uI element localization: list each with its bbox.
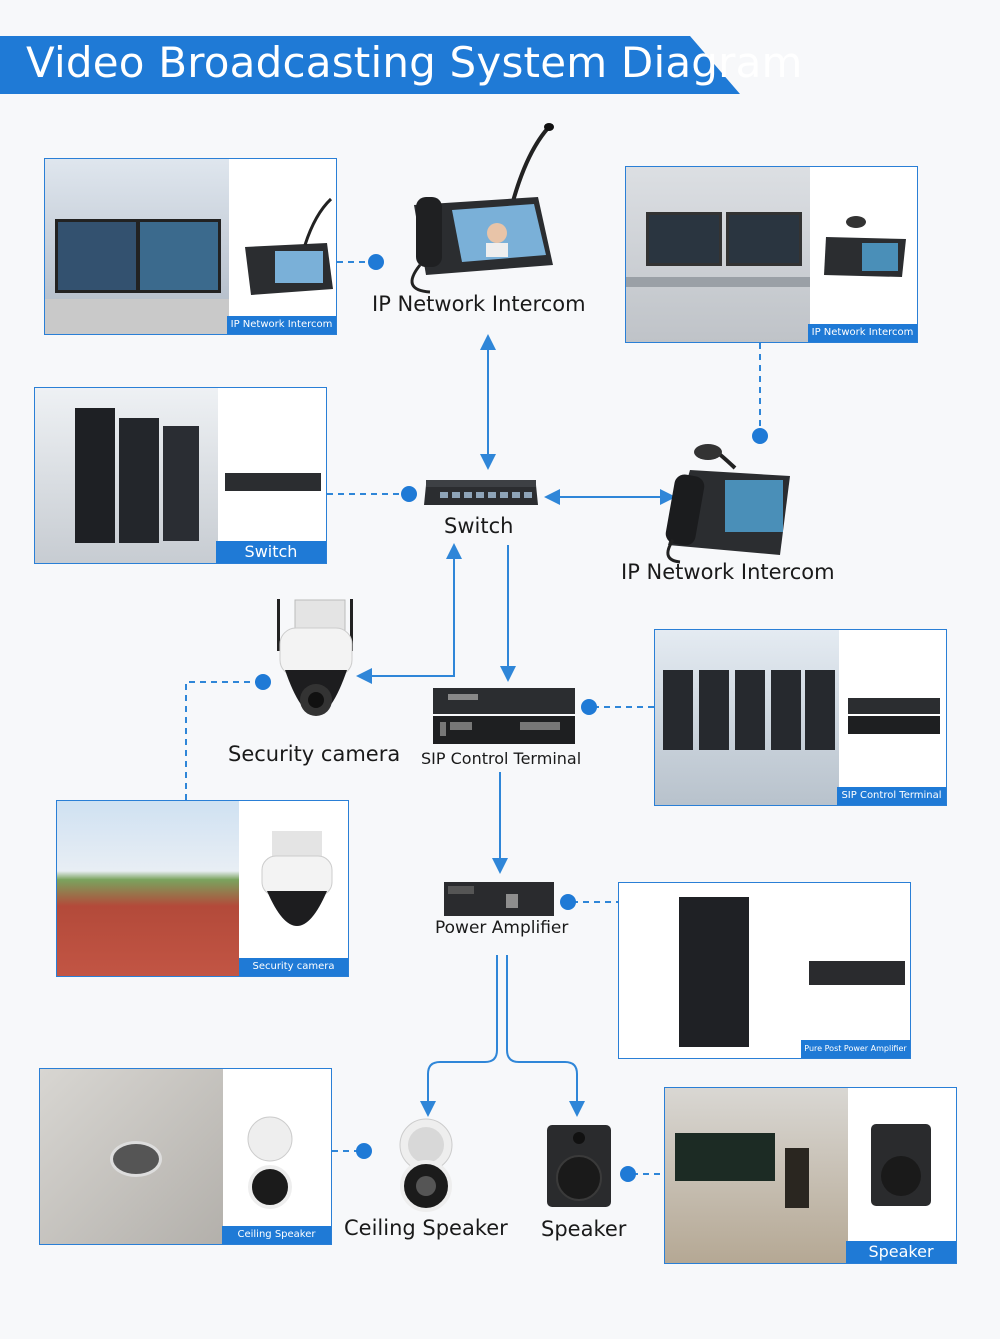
intercom-top-label: IP Network Intercom [372, 292, 586, 316]
stadium-photo [57, 801, 239, 976]
control-room-photo [45, 159, 229, 334]
ceiling-speaker-label: Ceiling Speaker [344, 1216, 508, 1240]
ceiling-photo [40, 1069, 223, 1244]
page-title: Video Broadcasting System Diagram [26, 38, 803, 87]
server-room-photo [35, 388, 218, 563]
intercom-right-label: IP Network Intercom [621, 560, 835, 584]
card-amplifier-caption: Pure Post Power Amplifier [801, 1040, 910, 1058]
card-ceiling-speaker: Ceiling Speaker [39, 1068, 332, 1245]
card-intercom-tl-caption: IP Network Intercom [227, 316, 336, 334]
amplifier-thumb [809, 961, 905, 985]
card-sip-terminal: SIP Control Terminal [654, 629, 947, 806]
card-camera-caption: Security camera [239, 958, 348, 976]
intercom-thumb [245, 197, 333, 295]
camera-label: Security camera [228, 742, 401, 766]
camera-thumb [261, 831, 333, 926]
sip-thumb [848, 698, 940, 734]
card-intercom-tr: IP Network Intercom [625, 166, 918, 343]
amplifier-label: Power Amplifier [435, 918, 569, 938]
card-intercom-tr-caption: IP Network Intercom [808, 324, 917, 342]
cabinet-photo [619, 883, 803, 1058]
card-sip-caption: SIP Control Terminal [837, 787, 946, 805]
speaker-thumb [871, 1124, 931, 1206]
card-security-camera: Security camera [56, 800, 349, 977]
switch-thumb [225, 473, 321, 491]
card-switch: Switch [34, 387, 327, 564]
card-amplifier: Pure Post Power Amplifier [618, 882, 911, 1059]
classroom-photo [665, 1088, 848, 1263]
card-speaker-caption: Speaker [846, 1241, 956, 1263]
switch-label: Switch [444, 514, 514, 538]
title-banner [0, 36, 740, 94]
card-ceiling-caption: Ceiling Speaker [222, 1226, 331, 1244]
office-desk-photo [626, 167, 810, 342]
ceiling-speaker-thumb [247, 1116, 293, 1209]
speaker-label: Speaker [541, 1217, 627, 1241]
rack-room-photo [655, 630, 839, 805]
intercom-thumb-2 [824, 216, 906, 277]
card-intercom-tl: IP Network Intercom [44, 158, 337, 335]
sip-terminal-label: SIP Control Terminal [421, 749, 582, 768]
card-speaker: Speaker [664, 1087, 957, 1264]
card-switch-caption: Switch [216, 541, 326, 563]
